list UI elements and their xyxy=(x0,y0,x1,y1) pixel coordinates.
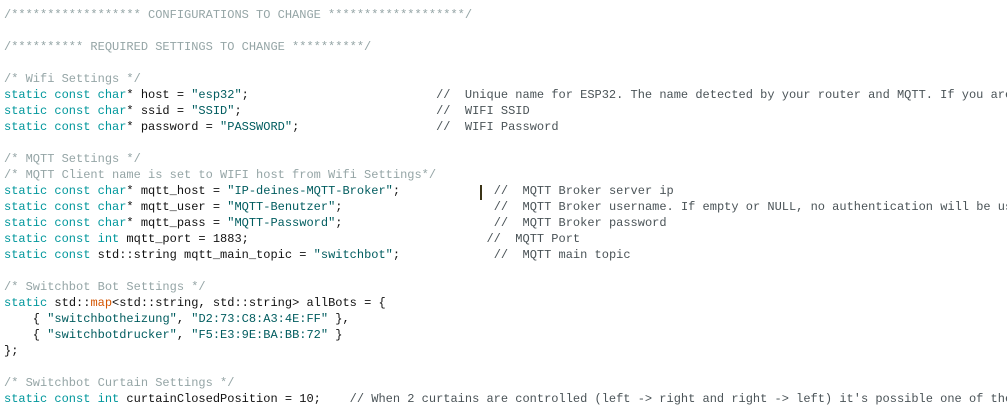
code-token: * ssid = xyxy=(126,104,192,118)
keyword-token: static const char xyxy=(4,200,127,214)
code-line[interactable]: static const char* mqtt_host = "IP-deine… xyxy=(4,183,1007,199)
code-line[interactable]: static std::map<std::string, std::string… xyxy=(4,295,1007,311)
code-line[interactable]: /* Switchbot Curtain Settings */ xyxy=(4,375,1007,391)
string-literal: "switchbot" xyxy=(313,248,393,262)
code-token: ; xyxy=(392,248,494,262)
code-line[interactable] xyxy=(4,359,1007,375)
block-comment: /* Switchbot Bot Settings */ xyxy=(4,280,206,294)
code-token: * mqtt_pass = xyxy=(126,216,228,230)
code-token: }; xyxy=(4,344,19,358)
code-line[interactable]: static const int mqtt_port = 1883; // MQ… xyxy=(4,231,1007,247)
code-line[interactable]: static const char* password = "PASSWORD"… xyxy=(4,119,1007,135)
code-line[interactable]: static const char* ssid = "SSID"; // WIF… xyxy=(4,103,1007,119)
code-line[interactable]: static const char* mqtt_user = "MQTT-Ben… xyxy=(4,199,1007,215)
block-comment: /* Switchbot Curtain Settings */ xyxy=(4,376,235,390)
code-token: curtainClosedPosition = 10; xyxy=(119,392,350,406)
keyword-token: static const char xyxy=(4,216,127,230)
string-literal: "MQTT-Benutzer" xyxy=(227,200,336,214)
string-literal: "D2:73:C8:A3:4E:FF" xyxy=(191,312,329,326)
string-literal: "switchbotdrucker" xyxy=(47,328,177,342)
code-line[interactable] xyxy=(4,263,1007,279)
keyword-token: static xyxy=(4,296,48,310)
code-token: * mqtt_host = xyxy=(126,184,228,198)
code-token: std:: xyxy=(47,296,91,310)
line-comment: // MQTT main topic xyxy=(493,248,631,262)
code-token: ; xyxy=(335,200,494,214)
code-line[interactable]: /* Switchbot Bot Settings */ xyxy=(4,279,1007,295)
code-line[interactable]: /* MQTT Settings */ xyxy=(4,151,1007,167)
code-line[interactable]: /* Wifi Settings */ xyxy=(4,71,1007,87)
line-comment: // WIFI Password xyxy=(436,120,559,134)
line-comment: // MQTT Broker password xyxy=(493,216,667,230)
code-token: ; xyxy=(292,120,437,134)
code-token: }, xyxy=(328,312,350,326)
line-comment: // MQTT Broker username. If empty or NUL… xyxy=(493,200,1007,214)
string-literal: "PASSWORD" xyxy=(220,120,293,134)
code-line[interactable] xyxy=(4,23,1007,39)
code-line[interactable]: { "switchbotdrucker", "F5:E3:9E:BA:BB:72… xyxy=(4,327,1007,343)
string-literal: "MQTT-Password" xyxy=(227,216,336,230)
code-token: , xyxy=(176,312,192,326)
code-token: <std::string, std::string> allBots = { xyxy=(112,296,386,310)
code-token: { xyxy=(4,312,48,326)
block-comment: /* MQTT Client name is set to WIFI host … xyxy=(4,168,437,182)
string-literal: "F5:E3:9E:BA:BB:72" xyxy=(191,328,329,342)
keyword-token: static const xyxy=(4,248,91,262)
code-token: , xyxy=(176,328,192,342)
code-line[interactable] xyxy=(4,55,1007,71)
code-line[interactable]: static const int curtainClosedPosition =… xyxy=(4,391,1007,407)
block-comment: /* Wifi Settings */ xyxy=(4,72,141,86)
string-literal: "SSID" xyxy=(191,104,235,118)
line-comment: // Unique name for ESP32. The name detec… xyxy=(436,88,1007,102)
code-token: { xyxy=(4,328,48,342)
code-token: * password = xyxy=(126,120,221,134)
line-comment: // WIFI SSID xyxy=(436,104,530,118)
line-comment: // MQTT Broker server ip xyxy=(493,184,674,198)
code-token: ; xyxy=(234,104,437,118)
code-token: mqtt_port = 1883; xyxy=(119,232,487,246)
keyword-token: static const int xyxy=(4,232,120,246)
code-line[interactable] xyxy=(4,135,1007,151)
line-comment: // MQTT Port xyxy=(486,232,581,246)
keyword-token: static const char xyxy=(4,120,127,134)
string-literal: "switchbotheizung" xyxy=(47,312,177,326)
function-token: map xyxy=(90,296,113,310)
code-token: * host = xyxy=(126,88,192,102)
code-token: * mqtt_user = xyxy=(126,200,228,214)
block-comment: /********** REQUIRED SETTINGS TO CHANGE … xyxy=(4,40,372,54)
block-comment: /* MQTT Settings */ xyxy=(4,152,141,166)
keyword-token: static const char xyxy=(4,88,127,102)
string-literal: "IP-deines-MQTT-Broker" xyxy=(227,184,393,198)
block-comment: /****************** CONFIGURATIONS TO CH… xyxy=(4,8,473,22)
code-line[interactable]: static const std::string mqtt_main_topic… xyxy=(4,247,1007,263)
string-literal: "esp32" xyxy=(191,88,242,102)
code-token: ; xyxy=(335,216,494,230)
code-line[interactable]: /********** REQUIRED SETTINGS TO CHANGE … xyxy=(4,39,1007,55)
code-line[interactable]: static const char* host = "esp32"; // Un… xyxy=(4,87,1007,103)
line-comment: // When 2 curtains are controlled (left … xyxy=(349,392,1007,406)
code-line[interactable]: { "switchbotheizung", "D2:73:C8:A3:4E:FF… xyxy=(4,311,1007,327)
code-token: std::string mqtt_main_topic = xyxy=(90,248,314,262)
code-editor[interactable]: /****************** CONFIGURATIONS TO CH… xyxy=(4,7,1007,407)
code-token: } xyxy=(328,328,343,342)
code-line[interactable]: static const char* mqtt_pass = "MQTT-Pas… xyxy=(4,215,1007,231)
code-line[interactable]: }; xyxy=(4,343,1007,359)
keyword-token: static const int xyxy=(4,392,120,406)
keyword-token: static const char xyxy=(4,104,127,118)
code-token: ; xyxy=(241,88,437,102)
code-line[interactable]: /****************** CONFIGURATIONS TO CH… xyxy=(4,7,1007,23)
code-token: ; xyxy=(392,184,494,198)
code-line[interactable]: /* MQTT Client name is set to WIFI host … xyxy=(4,167,1007,183)
text-cursor xyxy=(480,185,482,200)
keyword-token: static const char xyxy=(4,184,127,198)
